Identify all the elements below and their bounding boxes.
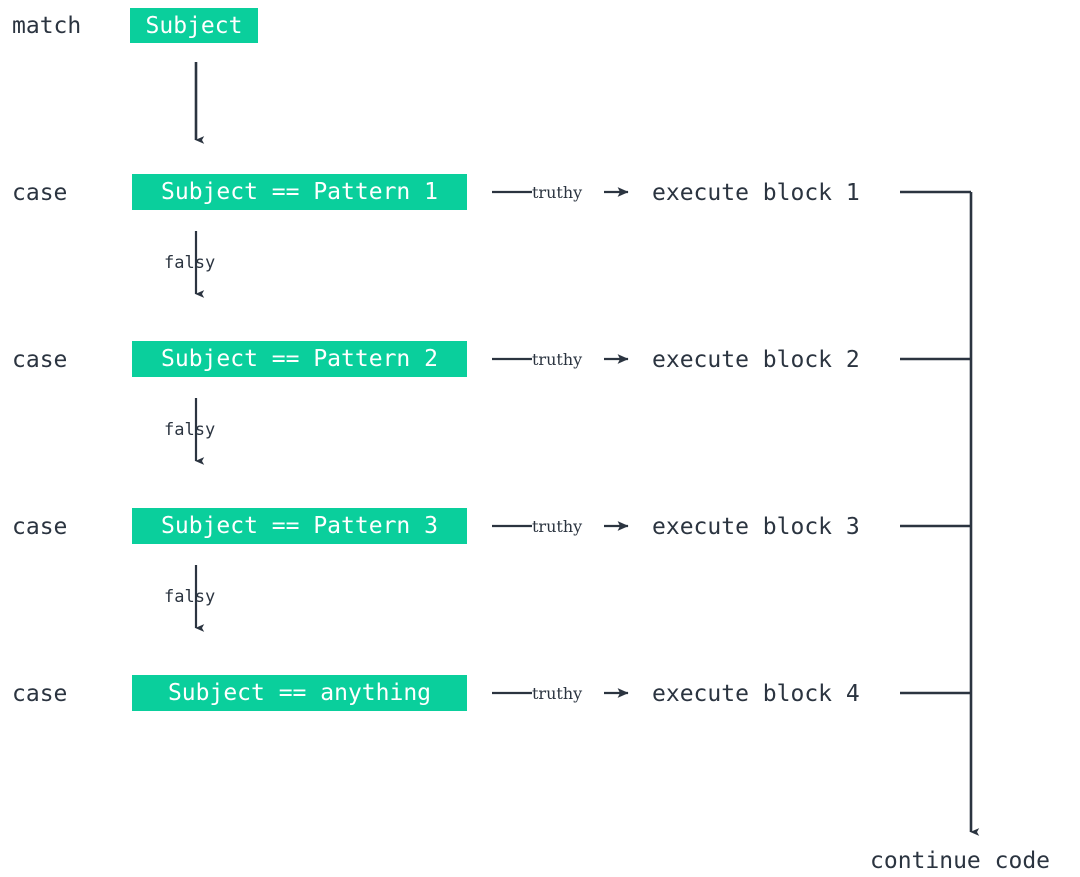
falsy-label-3: falsy [164, 587, 216, 607]
match-keyword: match [12, 13, 82, 39]
case-condition-3: Subject == Pattern 3 [132, 508, 467, 544]
falsy-label-1: falsy [164, 253, 216, 273]
case-condition-2: Subject == Pattern 2 [132, 341, 467, 377]
case-condition-4: Subject == anything [132, 675, 467, 711]
falsy-label-2: falsy [164, 420, 216, 440]
truthy-label-4: truthy [532, 684, 583, 703]
action-block-2: execute block 2 [652, 347, 860, 373]
action-block-1: execute block 1 [652, 180, 860, 206]
case-keyword-1: case [12, 180, 68, 206]
truthy-label-2: truthy [532, 350, 583, 369]
action-block-4: execute block 4 [652, 681, 860, 707]
case-condition-1: Subject == Pattern 1 [132, 174, 467, 210]
case-keyword-2: case [12, 347, 68, 373]
subject-chip: Subject [130, 8, 258, 43]
case-keyword-3: case [12, 514, 68, 540]
truthy-label-1: truthy [532, 183, 583, 202]
truthy-label-3: truthy [532, 517, 583, 536]
continue-code-label: continue code [870, 848, 1051, 874]
case-keyword-4: case [12, 681, 68, 707]
action-block-3: execute block 3 [652, 514, 860, 540]
